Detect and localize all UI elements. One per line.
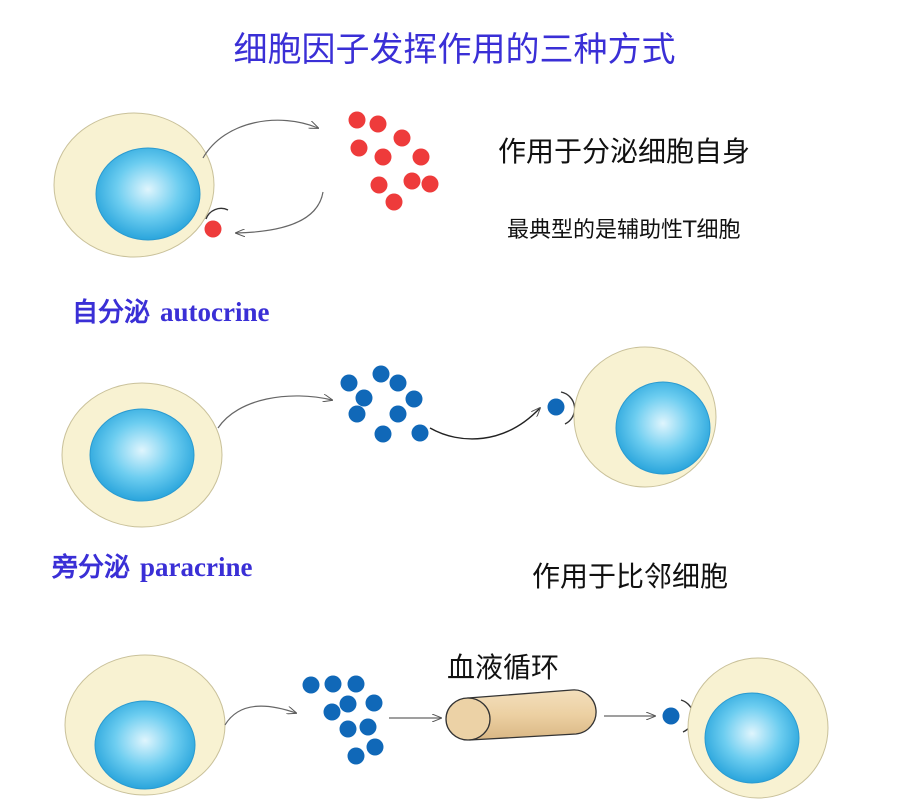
paracrine-cytokine-cluster [340, 365, 429, 443]
autocrine-label-zh: 自分泌 [72, 298, 151, 328]
diagram-title: 细胞因子发挥作用的三种方式 [233, 30, 676, 70]
autocrine-label: 自分泌 autocrine [72, 292, 270, 329]
autocrine-description: 作用于分泌细胞自身 [498, 135, 751, 168]
paracrine-receptor [547, 391, 576, 425]
paracrine-arrow-to-target [429, 408, 540, 440]
autocrine-example: 最典型的是辅助性T细胞 [507, 218, 741, 243]
endocrine-arrow-out [224, 705, 296, 726]
paracrine-label: 旁分泌 paracrine [52, 547, 253, 584]
autocrine-cytokine-cluster [348, 111, 439, 211]
paracrine-source-cell [61, 382, 223, 528]
paracrine-description: 作用于比邻细胞 [532, 560, 729, 593]
paracrine-label-zh: 旁分泌 [52, 553, 131, 583]
paracrine-target-cell [573, 346, 717, 488]
paracrine-label-en: paracrine [140, 552, 253, 582]
paracrine-arrow-out [217, 396, 332, 429]
autocrine-receptor [204, 207, 229, 238]
autocrine-arrow-back [236, 191, 324, 233]
autocrine-cell [53, 112, 215, 258]
autocrine-label-en: autocrine [160, 297, 270, 327]
endocrine-source-cell [64, 654, 226, 796]
blood-circulation-label: 血液循环 [447, 651, 560, 684]
blood-vessel [445, 689, 597, 741]
autocrine-arrow-out [202, 119, 318, 159]
endocrine-target-cell [687, 657, 829, 799]
endocrine-cytokine-cluster [302, 675, 384, 765]
